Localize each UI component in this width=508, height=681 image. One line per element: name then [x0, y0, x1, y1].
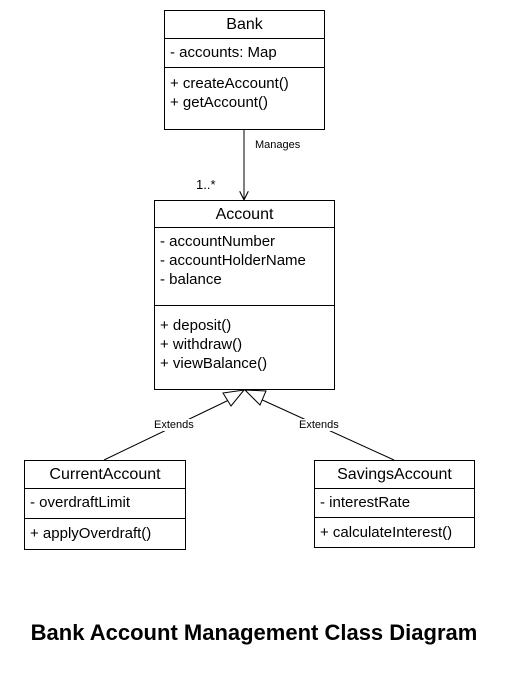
diagram-title: Bank Account Management Class Diagram — [30, 620, 478, 645]
attribute-section: - accounts: Map — [165, 39, 324, 67]
operation: + calculateInterest() — [320, 524, 453, 541]
class-name: Account — [155, 201, 334, 228]
class-account: Account - accountNumber - accountHolderN… — [154, 200, 335, 390]
attribute: - balance — [160, 271, 222, 288]
class-bank: Bank - accounts: Map + createAccount() +… — [164, 10, 325, 130]
class-name: Bank — [165, 11, 324, 39]
operation: + withdraw() — [160, 336, 243, 353]
manages-label: Manages — [255, 139, 301, 151]
extends-current-label: Extends — [154, 419, 194, 431]
operation: + deposit() — [160, 317, 232, 334]
attribute: - accountNumber — [160, 233, 276, 250]
attribute: - interestRate — [320, 494, 411, 511]
attribute-section: - interestRate — [315, 489, 474, 517]
operation: + applyOverdraft() — [30, 525, 152, 542]
operation: + viewBalance() — [160, 355, 268, 372]
attribute: - accounts: Map — [170, 44, 277, 61]
operation: + createAccount() — [170, 75, 289, 92]
attribute-section: - accountNumber - accountHolderName - ba… — [155, 228, 334, 305]
attribute: - overdraftLimit — [30, 494, 131, 511]
inheritance-triangle-savings — [243, 389, 267, 406]
class-current-account: CurrentAccount - overdraftLimit + applyO… — [24, 460, 186, 550]
attribute: - accountHolderName — [160, 252, 306, 269]
extends-savings-label: Extends — [299, 419, 339, 431]
operation-section: + calculateInterest() — [315, 517, 474, 542]
class-name: SavingsAccount — [315, 461, 474, 489]
class-name: CurrentAccount — [25, 461, 185, 489]
attribute-section: - overdraftLimit — [25, 489, 185, 518]
operation-section: + createAccount() + getAccount() — [165, 67, 324, 112]
multiplicity-label: 1..* — [196, 177, 216, 192]
operation-section: + deposit() + withdraw() + viewBalance() — [155, 305, 334, 373]
operation-section: + applyOverdraft() — [25, 518, 185, 543]
operation: + getAccount() — [170, 94, 268, 111]
inheritance-triangle-current — [222, 389, 246, 407]
class-savings-account: SavingsAccount - interestRate + calculat… — [314, 460, 475, 548]
